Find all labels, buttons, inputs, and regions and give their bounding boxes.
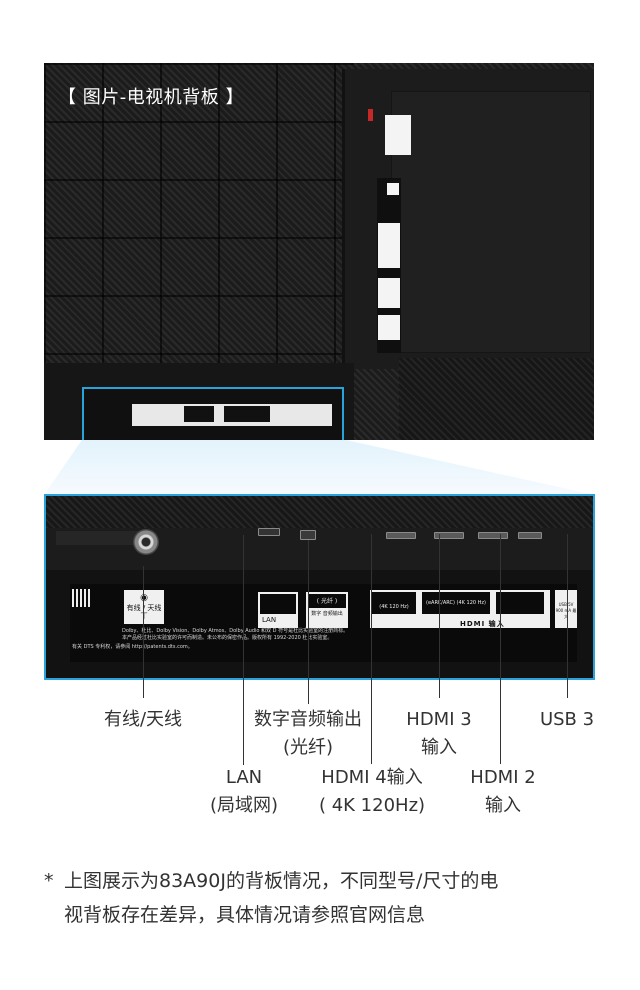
- callout-line-hdmi2: [500, 534, 501, 764]
- label-hdmi2: HDMI 2 输入: [458, 764, 548, 820]
- label-hdmi3-line1: HDMI 3: [406, 709, 472, 730]
- label-lan: LAN (局域网): [196, 764, 292, 820]
- label-optical-line2: (光纤): [282, 737, 334, 758]
- callout-line-antenna: [143, 566, 144, 698]
- label-usb3: USB 3: [539, 709, 595, 730]
- power-indicator: [368, 109, 373, 121]
- label-hdmi2-line1: HDMI 2: [470, 767, 536, 788]
- highlight-label-dark-1: [184, 406, 214, 422]
- label-hdmi4-line1: HDMI 4输入: [321, 767, 423, 788]
- callout-line-hdmi3: [439, 534, 440, 698]
- lan-label-text: LAN: [262, 616, 277, 624]
- label-hdmi2-line2: 输入: [485, 795, 521, 816]
- label-antenna: 有线/天线: [103, 709, 183, 730]
- antenna-label-box: ◉ 有线 / 天线 ⊤: [124, 590, 164, 624]
- label-optical: 数字音频输出 (光纤): [238, 706, 378, 762]
- usb-port-icon: [518, 532, 542, 539]
- hdmi3-spec-text: (eARC/ARC) (4K 120 Hz): [426, 600, 486, 606]
- usb-label-text: USB 5V 900 mA 最大: [555, 602, 577, 619]
- antenna-port-icon: [133, 529, 159, 555]
- qr-sticker: [387, 183, 399, 195]
- highlight-box-rear-ports: [82, 387, 344, 440]
- label-lan-line2: (局域网): [209, 795, 279, 816]
- side-port-label-3: [378, 315, 400, 340]
- label-hdmi3-line2: 输入: [421, 737, 457, 758]
- lan-label-box: LAN: [258, 592, 298, 628]
- dolby-fine-print: Dolby、杜比、Dolby Vision、Dolby Atmos、Dolby …: [122, 628, 349, 634]
- label-optical-line1: 数字音频输出: [254, 709, 362, 730]
- back-cover-recess: [391, 91, 591, 353]
- side-port-label: [378, 223, 400, 268]
- hdmi4-spec-text: (4K 120 Hz): [379, 604, 409, 610]
- hdmi-label-box: (4K 120 Hz) (eARC/ARC) (4K 120 Hz) HDMI …: [370, 590, 550, 628]
- hdmi4-port-icon: [386, 532, 416, 539]
- photo-title: 【 图片-电视机背板 】: [58, 87, 244, 108]
- tv-back-photo: 【 图片-电视机背板 】: [44, 63, 594, 440]
- hdmi2-port-icon: [478, 532, 508, 539]
- label-hdmi3: HDMI 3 输入: [394, 706, 484, 762]
- antenna-label-text: 有线 / 天线: [126, 604, 162, 612]
- hdmi3-port-icon: [434, 532, 464, 539]
- dolby-fine-print-2: 本产品经过杜比实验室的许可而制造。未公布的保密作品。版权所有 1992-2020…: [122, 635, 333, 641]
- optical-port-icon: [300, 530, 316, 540]
- zoom-connector: [44, 440, 595, 495]
- stand-area: [399, 358, 594, 440]
- zoom-shelf-recess: [56, 531, 148, 545]
- footnote-line-1: 上图展示为83A90J的背板情况，不同型号/尺寸的电: [64, 870, 499, 892]
- callout-line-lan: [243, 535, 244, 765]
- back-grille-pattern: [44, 63, 354, 363]
- optical-label-box: ( 光纤 ) 数字 音频输出: [306, 592, 348, 628]
- label-hdmi4: HDMI 4输入 ( 4K 120Hz): [310, 764, 434, 820]
- callout-line-usb3: [567, 534, 568, 698]
- dts-fine-print: 有关 DTS 专利权，请参阅 http://patents.dts.com。: [72, 644, 193, 650]
- label-hdmi4-line2: ( 4K 120Hz): [318, 795, 426, 816]
- footnote-asterisk: *: [44, 870, 54, 892]
- hdmi-logo-text: HDMI 输入: [460, 620, 505, 628]
- callout-line-hdmi4: [371, 534, 372, 764]
- qr-code-icon: [72, 589, 90, 607]
- optical-label-text: ( 光纤 ): [316, 598, 338, 605]
- usb-label-box: USB 5V 900 mA 最大: [555, 590, 577, 628]
- product-sticker: [385, 115, 411, 155]
- footnote-line-2: 视背板存在差异，具体情况请参照官网信息: [64, 904, 426, 926]
- side-port-label-2: [378, 278, 400, 308]
- rear-ports-zoom-photo: ◉ 有线 / 天线 ⊤ LAN ( 光纤 ) 数字 音频输出 (4K 120 H…: [44, 494, 595, 680]
- highlight-label-dark-2: [224, 406, 270, 422]
- optical-sub-text: 数字 音频输出: [311, 611, 343, 617]
- label-lan-line1: LAN: [225, 767, 263, 788]
- callout-line-optical: [308, 540, 309, 704]
- zoom-grille: [46, 496, 593, 528]
- lan-port-icon: [258, 528, 280, 536]
